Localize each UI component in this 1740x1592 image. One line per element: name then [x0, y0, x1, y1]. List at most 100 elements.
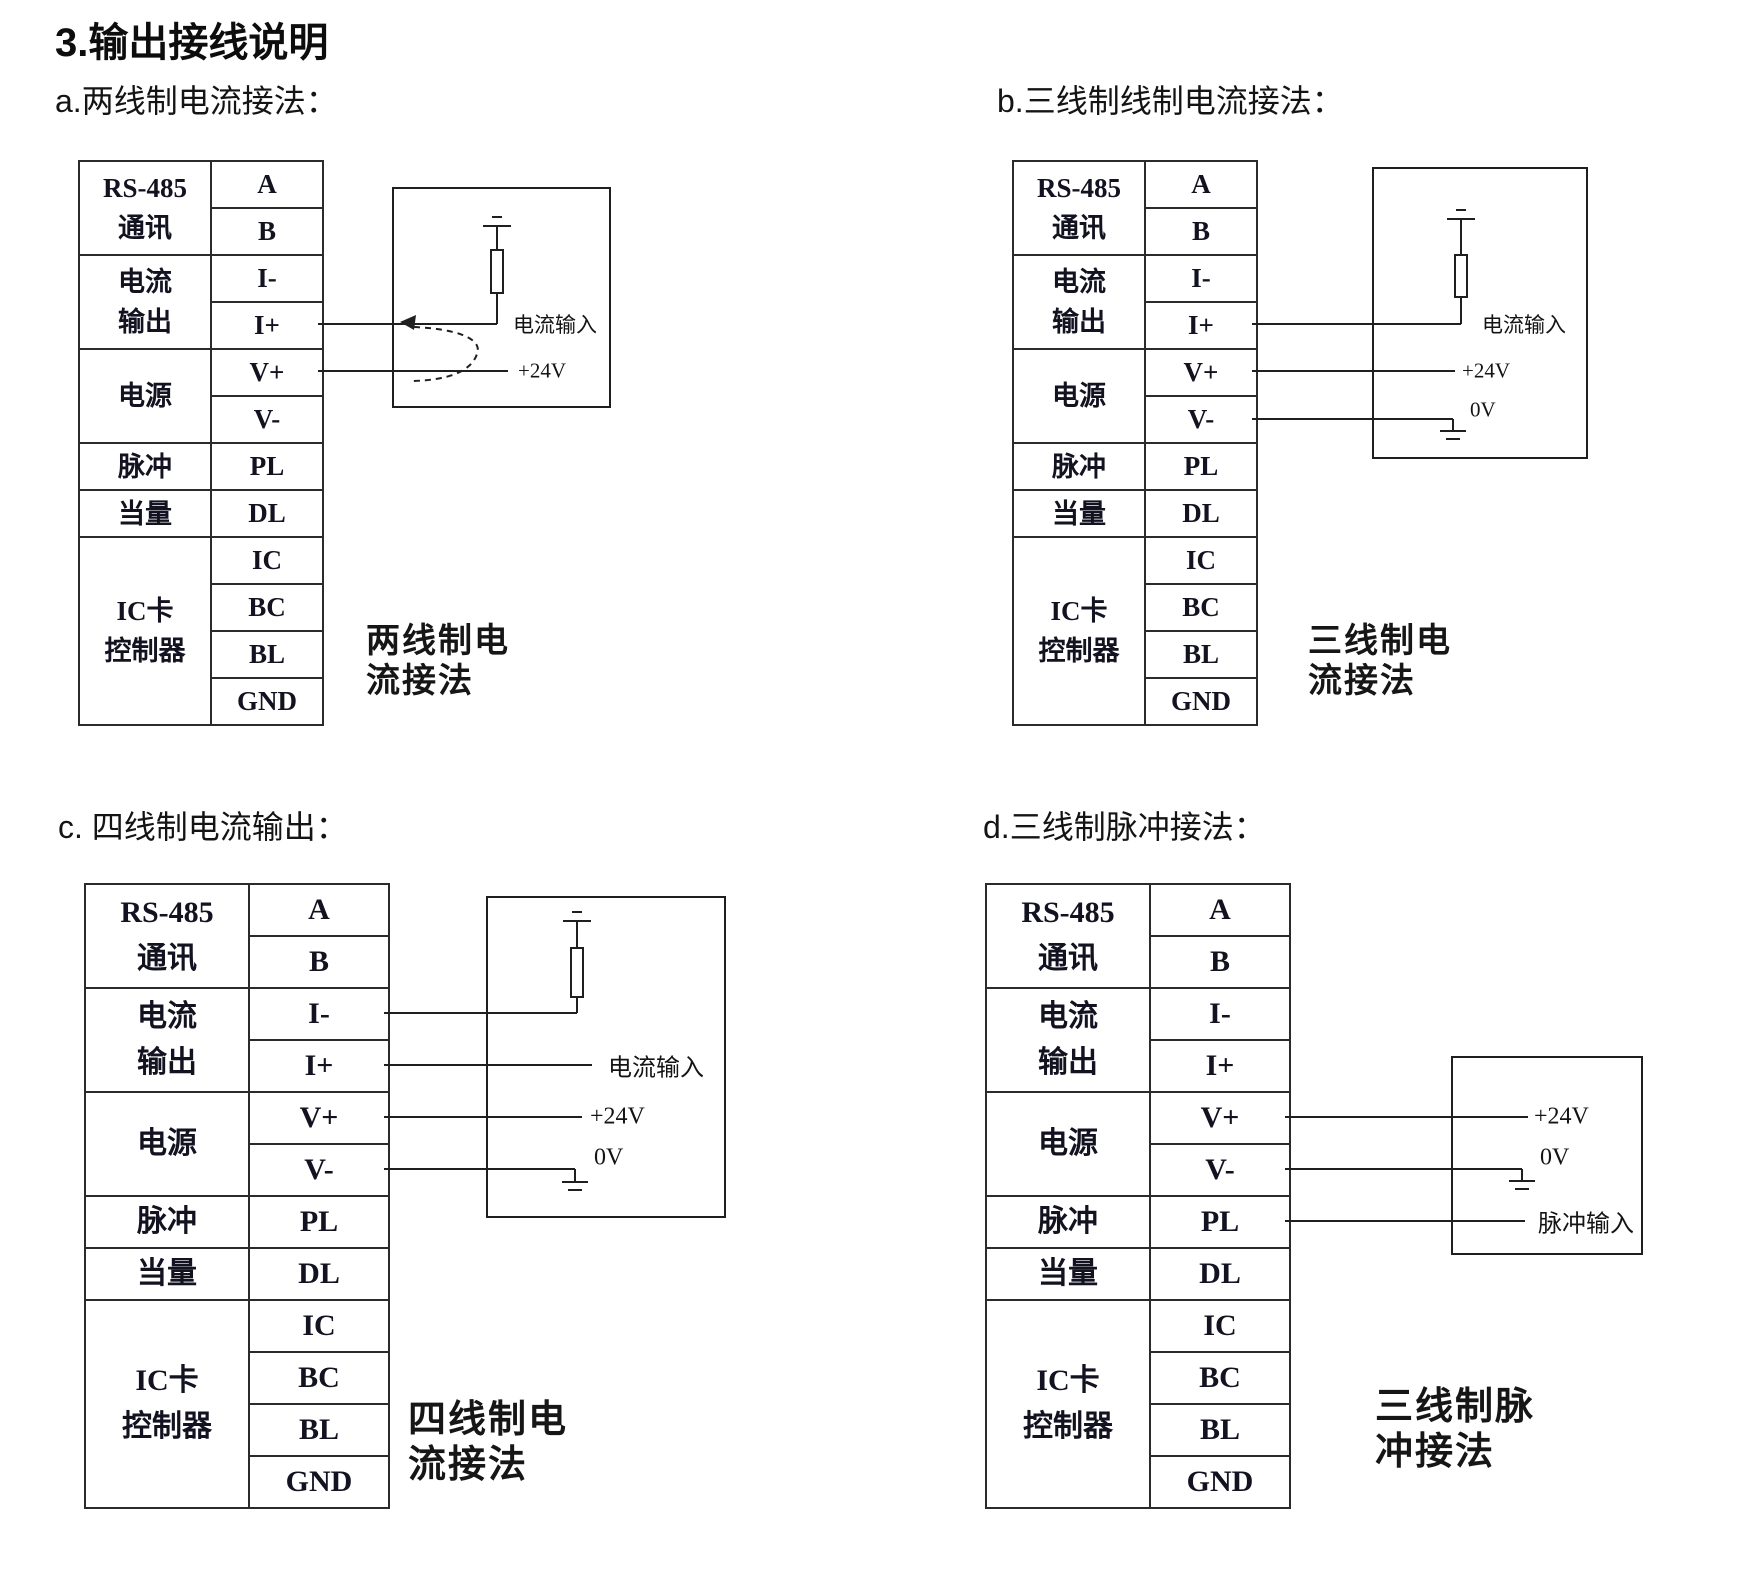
ground-icon: [562, 1169, 588, 1191]
table-row: B: [79, 207, 324, 256]
caption-line: 流接法: [408, 1443, 529, 1486]
terminal-pin: BL: [1144, 630, 1258, 679]
current-input-label: 电流输入: [513, 313, 597, 337]
terminal-pin: V+: [1144, 348, 1258, 397]
terminal-group-label: IC卡控制器: [84, 1299, 250, 1509]
table-row: BL: [986, 1403, 1291, 1457]
terminal-group-label: 电流输出: [78, 254, 212, 350]
terminal-pin: GND: [248, 1455, 390, 1509]
terminal-pin: IC: [248, 1299, 390, 1353]
arrowhead-icon: [400, 315, 416, 330]
terminal-pin: I-: [210, 254, 324, 303]
current-loop-arrow: [412, 326, 479, 382]
terminal-group-label: 电源: [1012, 348, 1146, 444]
terminal-pin: V-: [1144, 395, 1258, 444]
diagram-c-caption: 四线制电 流接法: [408, 1398, 568, 1488]
terminal-pin: GND: [1149, 1455, 1291, 1509]
table-row: I+: [85, 1039, 390, 1093]
terminal-pin: A: [1144, 160, 1258, 209]
diagram-a-caption: 两线制电 流接法: [366, 622, 510, 702]
terminal-group-label: 电流输出: [985, 987, 1151, 1093]
terminal-group-label: 电流输出: [1012, 254, 1146, 350]
table-row: BL: [1013, 630, 1258, 679]
terminal-pin: V+: [1149, 1091, 1291, 1145]
terminal-pin: B: [1144, 207, 1258, 256]
terminal-group-label: IC卡控制器: [78, 536, 212, 726]
current-input-label: 电流输入: [608, 1055, 704, 1082]
terminal-pin: BL: [248, 1403, 390, 1457]
caption-line: 两线制电: [366, 623, 510, 660]
pulse-input-label: 脉冲输入: [1538, 1211, 1634, 1238]
terminal-pin: I-: [1149, 987, 1291, 1041]
terminal-pin: I-: [248, 987, 390, 1041]
terminal-pin: DL: [210, 489, 324, 538]
table-row: I+: [1013, 301, 1258, 350]
terminal-group-label: 当量: [78, 489, 212, 538]
table-row: BC: [986, 1351, 1291, 1405]
terminal-pin: DL: [1144, 489, 1258, 538]
terminal-group-label: 脉冲: [84, 1195, 250, 1249]
caption-line: 流接法: [366, 663, 474, 701]
terminal-pin: I+: [1149, 1039, 1291, 1093]
zero-volt-label: 0V: [1470, 397, 1496, 422]
terminal-group-label: 当量: [84, 1247, 250, 1301]
table-row: I+: [986, 1039, 1291, 1093]
table-row: GND: [85, 1455, 390, 1509]
caption-line: 四线制电: [408, 1399, 569, 1441]
terminal-group-label: 电源: [985, 1091, 1151, 1197]
section-a-heading: a.两线制电流接法：: [55, 83, 338, 119]
ground-icon: [483, 216, 511, 250]
diagram-b-caption: 三线制电 流接法: [1308, 622, 1452, 702]
terminal-group-label: 当量: [985, 1247, 1151, 1301]
table-row: B: [986, 935, 1291, 989]
plus24v-label: +24V: [518, 358, 567, 383]
caption-line: 三线制脉: [1375, 1386, 1536, 1428]
resistor-icon: [570, 947, 584, 998]
terminal-pin: BL: [210, 630, 324, 679]
terminal-pin: V-: [248, 1143, 390, 1197]
current-input-label: 电流输入: [1482, 313, 1566, 337]
terminal-pin: DL: [248, 1247, 390, 1301]
terminal-pin: V+: [210, 348, 324, 397]
terminal-pin: BC: [248, 1351, 390, 1405]
table-row: BL: [79, 630, 324, 679]
terminal-pin: IC: [210, 536, 324, 585]
table-row: BC: [1013, 583, 1258, 632]
table-row: BC: [85, 1351, 390, 1405]
caption-line: 三线制电: [1308, 623, 1452, 660]
diagram-d-caption: 三线制脉 冲接法: [1375, 1385, 1535, 1475]
terminal-pin: V-: [1149, 1143, 1291, 1197]
section-b-heading: b.三线制线制电流接法：: [997, 83, 1344, 119]
terminal-pin: BC: [1144, 583, 1258, 632]
zero-volt-label: 0V: [594, 1144, 624, 1171]
terminal-group-label: IC卡控制器: [1012, 536, 1146, 726]
terminal-pin: PL: [210, 442, 324, 491]
ground-icon: [1509, 1169, 1535, 1190]
terminal-pin: V+: [248, 1091, 390, 1145]
terminal-pin: GND: [1144, 677, 1258, 726]
